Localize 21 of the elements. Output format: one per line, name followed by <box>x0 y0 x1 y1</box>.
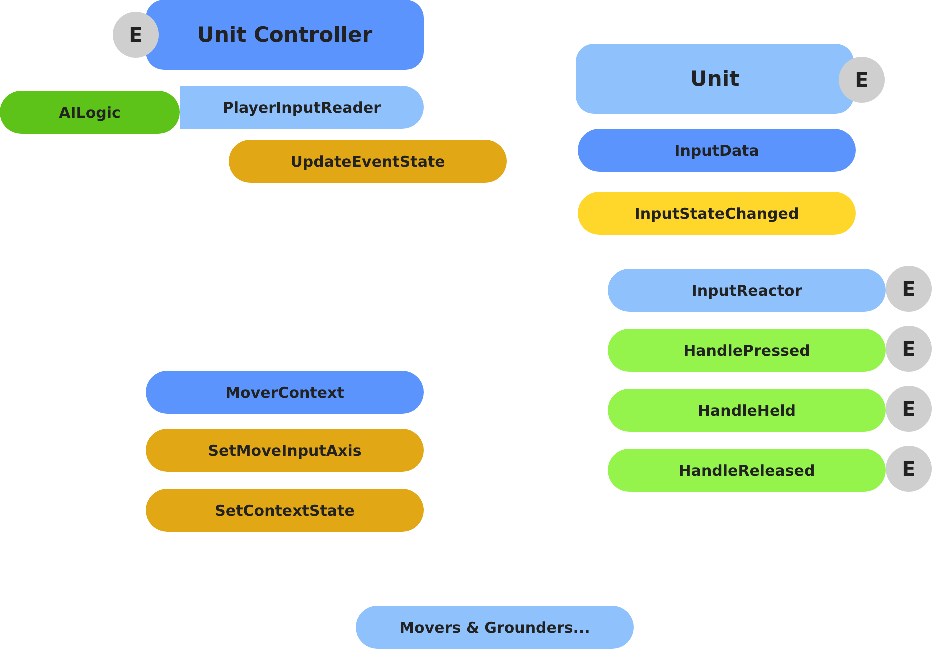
badge-circle: E <box>886 266 932 312</box>
item-pill: Movers & Grounders... <box>356 606 634 649</box>
item-pill: HandleReleased <box>608 449 886 492</box>
item-pill: HandleHeld <box>608 389 886 432</box>
title-pill: Unit Controller <box>146 0 424 70</box>
item-pill: InputReactor <box>608 269 886 312</box>
badge-circle: E <box>113 12 159 58</box>
badge-circle: E <box>886 446 932 492</box>
badge-circle: E <box>886 386 932 432</box>
item-pill: InputData <box>578 129 856 172</box>
badge-circle: E <box>839 57 885 103</box>
item-pill: SetContextState <box>146 489 424 532</box>
item-pill: AILogic <box>0 91 180 134</box>
badge-circle: E <box>886 326 932 372</box>
item-pill: PlayerInputReader <box>180 86 424 129</box>
item-pill: SetMoveInputAxis <box>146 429 424 472</box>
item-pill: InputStateChanged <box>578 192 856 235</box>
title-pill: Unit <box>576 44 854 114</box>
item-pill: UpdateEventState <box>229 140 507 183</box>
item-pill: HandlePressed <box>608 329 886 372</box>
item-pill: MoverContext <box>146 371 424 414</box>
